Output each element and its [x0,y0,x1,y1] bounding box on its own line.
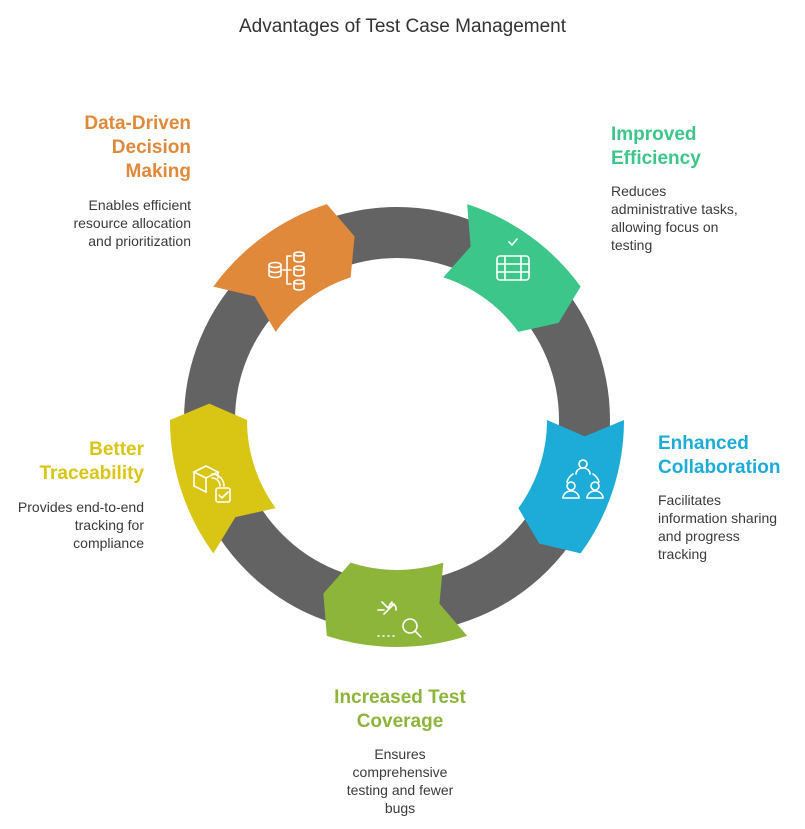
segment-shape-trace [170,403,276,554]
description-better-traceability: Provides end-to-end tracking for complia… [17,499,144,551]
database-hierarchy-icon [268,251,305,291]
segment-data-driven-decision-making [213,204,355,332]
bug-search-icon [377,601,422,638]
diagram-title: Advantages of Test Case Management [238,16,567,37]
heading-data-driven-decision-making: Data-Driven Decision Making [84,113,191,182]
checklist-server-icon [496,238,530,281]
team-collaboration-icon [562,459,604,499]
package-tracking-icon [192,465,231,503]
segment-shape-data [213,204,355,332]
heading-better-traceability: Better Traceability [39,439,144,484]
description-enhanced-collaboration: Facilitates information sharing and prog… [658,492,778,562]
description-increased-test-coverage: Ensures comprehensive testing and fewer … [346,746,454,816]
description-data-driven-decision-making: Enables efficient resource allocation an… [73,197,191,249]
segment-enhanced-collaboration [518,420,624,554]
segment-better-traceability [170,403,276,554]
heading-enhanced-collaboration: Enhanced Collaboration [658,433,781,478]
segment-improved-efficiency [443,204,581,332]
heading-improved-efficiency: Improved Efficiency [611,124,701,169]
segment-shape-efficiency [443,204,581,332]
heading-increased-test-coverage: Increased Test Coverage [334,687,466,732]
segment-shape-collab [518,420,624,554]
description-improved-efficiency: Reduces administrative tasks, allowing f… [611,183,738,253]
